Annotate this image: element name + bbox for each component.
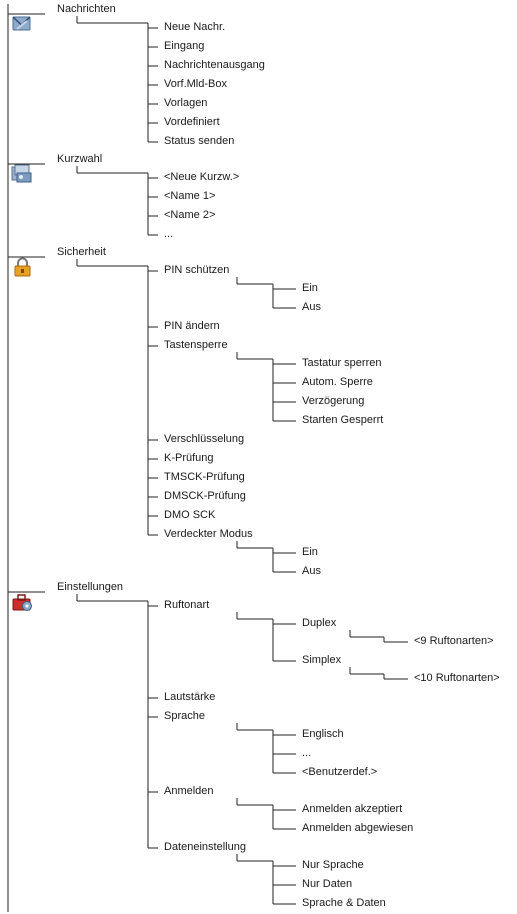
menu-item-label: ...: [302, 747, 312, 759]
menu-item-label: Vorf.Mld-Box: [164, 78, 227, 90]
menu-item-label: Autom. Sperre: [302, 376, 373, 388]
menu-item-label: Tastensperre: [164, 339, 228, 351]
menu-item-label: Neue Nachr.: [164, 21, 226, 33]
menu-item-label: <Benutzerdef.>: [302, 766, 378, 778]
menu-item-label: PIN ändern: [164, 320, 220, 332]
menu-item-label: DMSCK-Prüfung: [164, 490, 246, 502]
menu-item-label: K-Prüfung: [164, 452, 214, 464]
menu-item-label: Anmelden abgewiesen: [302, 822, 414, 834]
menu-item-label: <Neue Kurzw.>: [164, 171, 240, 183]
menu-item-label: Simplex: [302, 654, 342, 666]
menu-item-label: Englisch: [302, 728, 344, 740]
envelope-icon: [11, 14, 33, 34]
menu-item-label: <10 Ruftonarten>: [414, 672, 500, 684]
menu-item-label: Verzögerung: [302, 395, 365, 407]
menu-item-label: Nur Sprache: [302, 859, 364, 871]
menu-item-label: Verdeckter Modus: [164, 528, 253, 540]
menu-item-label: <Name 2>: [164, 209, 216, 221]
menu-item-label: Dateneinstellung: [164, 841, 246, 853]
menu-item-label: Lautstärke: [164, 691, 216, 703]
menu-item-label: Eingang: [164, 40, 205, 52]
menu-item-label: Ein: [302, 282, 318, 294]
menu-item-label: Ein: [302, 546, 318, 558]
menu-item-label: PIN schützen: [164, 264, 230, 276]
padlock-icon: [11, 257, 33, 277]
menu-item-label: <Name 1>: [164, 190, 216, 202]
menu-item-label: TMSCK-Prüfung: [164, 471, 245, 483]
menu-item-label: Duplex: [302, 617, 337, 629]
menu-item-label: Verschlüsselung: [164, 433, 245, 445]
menu-item-label: Aus: [302, 301, 321, 313]
menu-category-label: Einstellungen: [57, 581, 124, 593]
menu-item-label: Anmelden akzeptiert: [302, 803, 403, 815]
menu-category-label: Kurzwahl: [57, 153, 103, 165]
menu-item-label: Ruftonart: [164, 599, 210, 611]
menu-item-label: Nur Daten: [302, 878, 353, 890]
menu-item-label: <9 Ruftonarten>: [414, 635, 494, 647]
menu-item-label: Nachrichtenausgang: [164, 59, 265, 71]
menu-category-label: Sicherheit: [57, 246, 106, 258]
contacts-icon: [11, 164, 33, 184]
menu-item-label: Aus: [302, 565, 321, 577]
menu-item-label: Tastatur sperren: [302, 357, 382, 369]
menu-item-label: Vordefiniert: [164, 116, 220, 128]
menu-item-label: DMO SCK: [164, 509, 216, 521]
menu-item-label: Status senden: [164, 135, 235, 147]
menu-item-label: Sprache: [164, 710, 205, 722]
menu-item-label: Sprache & Daten: [302, 897, 386, 909]
menu-item-label: ...: [164, 228, 174, 240]
menu-category-label: Nachrichten: [57, 3, 116, 15]
menu-item-label: Starten Gesperrt: [302, 414, 384, 426]
menu-item-label: Anmelden: [164, 785, 214, 797]
menu-item-label: Vorlagen: [164, 97, 208, 109]
settings-toolbox-icon: [11, 592, 33, 612]
